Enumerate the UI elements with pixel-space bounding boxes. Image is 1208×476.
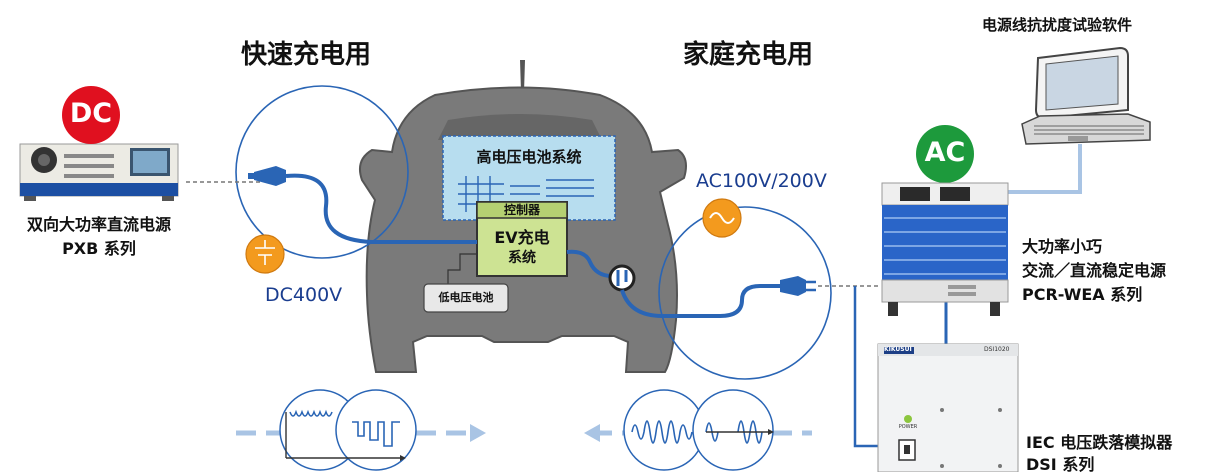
ev-charging-system-label-2: 系统: [508, 250, 536, 266]
pcr-name-line3: PCR-WEA 系列: [1022, 285, 1143, 304]
lv-battery: [423, 253, 509, 313]
laptop-cable: [1004, 144, 1082, 194]
ac-badge-label: AC: [924, 137, 966, 168]
controller-label: 控制器: [503, 203, 540, 217]
heading-fast-charging: 快速充电用: [241, 40, 372, 70]
dsi-name-line1: IEC 电压跌落模拟器: [1026, 433, 1173, 452]
dc-symbol-icon: [245, 234, 285, 274]
hv-battery-label: 高电压电池系统: [476, 148, 582, 166]
laptop-icon: [1021, 46, 1151, 145]
dsi-panel-model: DSI1020: [984, 346, 1010, 353]
ac-waveform-arrow: [584, 389, 812, 471]
ac-voltage-label: AC100V/200V: [696, 170, 827, 192]
dc-inlet-zoom-circle: [235, 85, 409, 259]
dsi-output-cable: [853, 286, 880, 448]
dc-badge: [62, 86, 120, 144]
pxb-name-line1: 双向大功率直流电源: [26, 215, 171, 234]
heading-home-charging: 家庭充电用: [683, 40, 814, 70]
ac-car-cable: [566, 249, 621, 280]
ac-inlet-zoom-circle: [658, 206, 832, 380]
dsi-power-label: POWER: [898, 424, 918, 430]
ac-inlet-icon: [608, 264, 636, 292]
pcr-name-line1: 大功率小巧: [1022, 237, 1103, 256]
dsi-device: [877, 343, 1019, 472]
dc-badge-label: DC: [69, 98, 113, 129]
software-label: 电源线抗扰度试验软件: [982, 16, 1133, 34]
dsi-name-line2: DSI 系列: [1026, 455, 1095, 474]
dc-cable: [285, 173, 477, 244]
pxb-name-line2: PXB 系列: [62, 239, 136, 258]
ev-charging-system-label-1: EV充电: [494, 228, 550, 247]
dc-voltage-label: DC400V: [265, 284, 343, 306]
dc-plug-icon: [248, 166, 286, 186]
lv-battery-label: 低电压电池: [438, 291, 494, 304]
ac-plug-icon: [780, 276, 816, 296]
pxb-device: [19, 143, 179, 201]
ac-cable: [620, 284, 782, 318]
dc-waveform-arrow: [236, 389, 486, 471]
dsi-panel-brand: KIKUSUI: [884, 346, 912, 353]
pcr-device: [881, 182, 1009, 316]
ac-symbol-icon: [702, 198, 742, 238]
controller-box: [476, 201, 568, 277]
pcr-name-line2: 交流／直流稳定电源: [1022, 261, 1167, 280]
ac-badge: [916, 125, 974, 183]
